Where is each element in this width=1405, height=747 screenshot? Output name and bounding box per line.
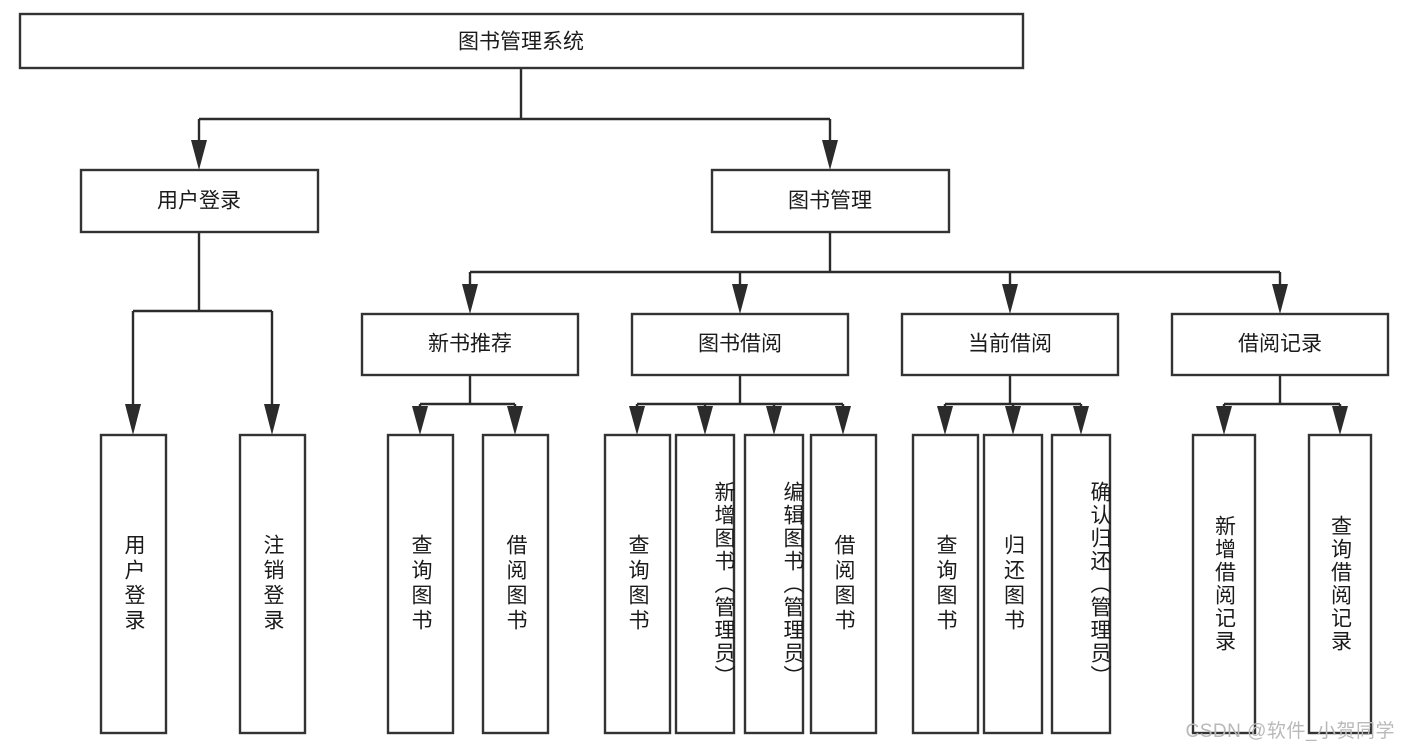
arrowhead-leaf-borrow-book-2 xyxy=(835,406,851,435)
arrowhead-leaf-query-record xyxy=(1332,406,1348,435)
arrowhead-user-login xyxy=(191,140,207,170)
arrowhead-leaf-query-book-3 xyxy=(937,406,953,435)
node-label-borrow-record: 借阅记录 xyxy=(1238,333,1322,356)
node-box-root[interactable] xyxy=(18,12,1025,70)
node-box-leaf-query-book-3[interactable] xyxy=(911,433,980,735)
node-label-new-book-recommend: 新书推荐 xyxy=(428,333,512,356)
arrowhead-leaf-add-book xyxy=(697,406,713,435)
node-box-leaf-query-book-2[interactable] xyxy=(603,433,672,735)
node-box-leaf-borrow-book-2[interactable] xyxy=(809,433,878,735)
node-label-current-borrow: 当前借阅 xyxy=(968,333,1052,356)
node-box-leaf-return-book[interactable] xyxy=(982,433,1044,735)
node-box-leaf-edit-book[interactable] xyxy=(743,433,805,735)
arrowhead-book-borrow xyxy=(732,284,748,314)
arrowhead-leaf-add-record xyxy=(1216,406,1232,435)
node-box-leaf-query-record[interactable] xyxy=(1307,433,1373,735)
node-box-leaf-logout-login[interactable] xyxy=(238,433,307,735)
node-box-leaf-query-book-1[interactable] xyxy=(386,433,455,735)
node-label-book-borrow: 图书借阅 xyxy=(698,333,782,356)
arrowhead-leaf-logout-login xyxy=(264,404,280,435)
arrowhead-leaf-query-book-2 xyxy=(629,406,645,435)
arrowhead-book-management xyxy=(822,140,838,170)
node-box-leaf-user-login[interactable] xyxy=(99,433,168,735)
node-box-book-borrow[interactable] xyxy=(630,312,850,377)
node-label-root: 图书管理系统 xyxy=(458,31,584,54)
node-box-user-login[interactable] xyxy=(79,168,320,234)
node-label-user-login: 用户登录 xyxy=(157,190,241,213)
arrowhead-leaf-query-book-1 xyxy=(412,406,428,435)
node-box-current-borrow[interactable] xyxy=(900,312,1120,377)
arrowhead-leaf-borrow-book-1 xyxy=(507,406,523,435)
node-box-borrow-record[interactable] xyxy=(1170,312,1390,377)
arrowhead-leaf-edit-book xyxy=(766,406,782,435)
csdn-watermark: CSDN @软件_小贺同学 xyxy=(1185,721,1395,742)
node-box-book-management[interactable] xyxy=(710,168,951,234)
connector-group xyxy=(125,68,1348,435)
node-box-new-book-recommend[interactable] xyxy=(360,312,580,377)
arrowhead-borrow-record xyxy=(1272,284,1288,314)
node-label-book-management: 图书管理 xyxy=(788,190,872,213)
arrowhead-leaf-user-login xyxy=(125,404,141,435)
node-box-leaf-add-book[interactable] xyxy=(674,433,736,735)
node-box-leaf-borrow-book-1[interactable] xyxy=(481,433,550,735)
node-box-leaf-confirm-return[interactable] xyxy=(1050,433,1112,735)
arrowhead-new-book-recommend xyxy=(462,284,478,314)
arrowhead-current-borrow xyxy=(1002,284,1018,314)
arrowhead-leaf-confirm-return xyxy=(1073,406,1089,435)
node-box-leaf-add-record[interactable] xyxy=(1191,433,1257,735)
arrowhead-leaf-return-book xyxy=(1005,406,1021,435)
